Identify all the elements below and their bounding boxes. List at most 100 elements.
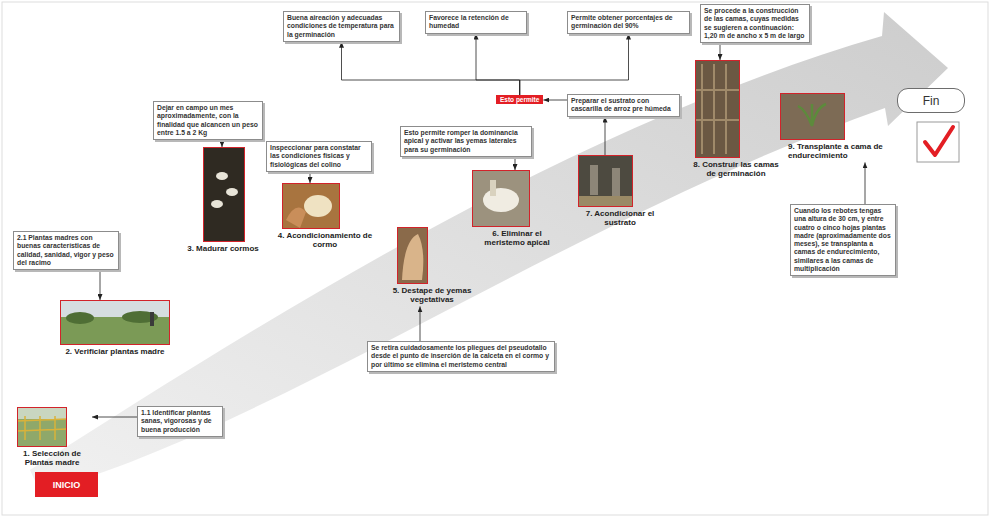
step-label: 2. Verificiar plantas madre bbox=[60, 345, 170, 356]
step-label: 9. Transplante a cama de endurecimiento bbox=[780, 140, 892, 160]
photo-ground bbox=[397, 227, 428, 284]
photo-cormo bbox=[211, 200, 223, 208]
note-text: Cuando los rebotes tengas una altura de … bbox=[794, 207, 892, 273]
note-box: Inspeccionar para constatar las condicio… bbox=[266, 141, 372, 172]
end-label: Fin bbox=[923, 94, 940, 108]
connector-arrow bbox=[515, 157, 516, 170]
photo-tree bbox=[66, 312, 94, 324]
photo-cormo bbox=[226, 188, 238, 196]
end-box: Fin bbox=[897, 88, 965, 113]
photo-frame bbox=[282, 183, 340, 229]
photo-9 bbox=[780, 93, 845, 140]
note-text: 1.1 Identificar plantas sanas, vigorosas… bbox=[141, 409, 219, 434]
photo-frame bbox=[472, 170, 530, 227]
connector-arrow bbox=[476, 34, 520, 95]
photo-6 bbox=[472, 170, 530, 227]
photo-4 bbox=[282, 183, 340, 229]
step-label: 8. Construir las camas de germinación bbox=[692, 158, 780, 178]
photo-frame bbox=[60, 300, 170, 345]
note-box: Dejar en campo un mes aproximadamente, c… bbox=[153, 101, 263, 140]
photo-plant bbox=[798, 104, 826, 126]
photo-frame bbox=[203, 147, 245, 242]
photo-frame bbox=[397, 227, 428, 284]
start-label: INICIO bbox=[53, 480, 81, 490]
step-photo: 8. Construir las camas de germinación bbox=[692, 60, 780, 180]
step-label: 6. Eliminar el meristemo apical bbox=[472, 227, 562, 247]
note-box: Favorece la retención de humedad bbox=[425, 11, 527, 34]
step-photo: 9. Transplante a cama de endurecimiento bbox=[780, 93, 892, 162]
step-photo: 5. Destape de yemas vegetativas bbox=[390, 227, 474, 306]
note-box: Se retira cuidadosamente los pliegues de… bbox=[367, 341, 555, 372]
connector-arrow bbox=[222, 140, 223, 147]
step-photo: 2. Verificiar plantas madre bbox=[60, 300, 170, 358]
step-photo: 1. Selección de Plantas madre bbox=[12, 407, 92, 469]
photo-substrate bbox=[578, 196, 633, 207]
photo-5 bbox=[397, 227, 428, 284]
photo-8 bbox=[695, 60, 740, 158]
connector-arrow bbox=[342, 42, 520, 95]
start-box: INICIO bbox=[35, 472, 98, 497]
note-box: Cuando los rebotes tengas una altura de … bbox=[790, 204, 896, 276]
photo-fence bbox=[17, 416, 67, 440]
photo-person bbox=[612, 168, 620, 196]
connector-arrow bbox=[865, 162, 866, 204]
check-box bbox=[917, 122, 959, 162]
photo-frame bbox=[578, 155, 633, 207]
connector-arrow bbox=[543, 100, 567, 101]
check-tick bbox=[925, 127, 953, 155]
photo-cormo bbox=[304, 195, 332, 217]
photo-beds bbox=[695, 64, 740, 154]
note-text: Favorece la retención de humedad bbox=[429, 14, 523, 31]
step-label: 7. Acondicionar el sustrato bbox=[575, 207, 665, 227]
photo-person bbox=[590, 165, 598, 195]
photo-ground bbox=[203, 147, 245, 242]
step-photo: 3. Madurar cormos bbox=[182, 147, 264, 255]
photo-frame bbox=[695, 60, 740, 158]
photo-cormo bbox=[483, 188, 519, 212]
note-text: Inspeccionar para constatar las condicio… bbox=[270, 144, 368, 169]
photo-7 bbox=[578, 155, 633, 207]
note-text: Permite obtener porcentajes de germinaci… bbox=[571, 14, 686, 31]
note-box: 1.1 Identificar plantas sanas, vigorosas… bbox=[137, 406, 223, 437]
photo-ground bbox=[17, 407, 67, 447]
note-box: Se procede a la construcción de las cama… bbox=[700, 4, 810, 43]
note-text: Esto permite romper la dominancia apical… bbox=[404, 129, 528, 154]
step-label: 5. Destape de yemas vegetativas bbox=[390, 284, 474, 304]
note-text: Dejar en campo un mes aproximadamente, c… bbox=[157, 104, 259, 137]
photo-1 bbox=[17, 407, 67, 447]
photo-hand bbox=[402, 234, 423, 280]
connector-arrow bbox=[605, 117, 606, 155]
step-label: 3. Madurar cormos bbox=[182, 242, 264, 253]
note-box: 2.1 Plantas madres con buenas caracterís… bbox=[13, 231, 119, 270]
note-text: 2.1 Plantas madres con buenas caracterís… bbox=[17, 234, 115, 267]
photo-frame bbox=[17, 407, 67, 447]
photo-ground bbox=[578, 155, 633, 207]
photo-2 bbox=[60, 300, 170, 345]
step-photo: 7. Acondicionar el sustrato bbox=[575, 155, 665, 229]
photo-ground bbox=[60, 300, 170, 345]
step-photo: 4. Acondicionamiento de cormo bbox=[275, 183, 375, 251]
highlight-label: Esto permite bbox=[500, 96, 539, 103]
step-photo: 6. Eliminar el meristemo apical bbox=[472, 170, 562, 249]
photo-ground bbox=[780, 93, 845, 140]
note-text: Preparar el sustrato con cascarilla de a… bbox=[571, 97, 676, 114]
photo-hand bbox=[286, 208, 306, 229]
process-arrow bbox=[30, 12, 948, 492]
connector-arrow bbox=[310, 172, 311, 183]
connector-arrow bbox=[420, 306, 421, 341]
note-text: Se procede a la construcción de las cama… bbox=[704, 7, 806, 40]
check-mark bbox=[917, 122, 959, 162]
photo-ground bbox=[695, 60, 740, 158]
photo-3 bbox=[203, 147, 245, 242]
connector-arrow bbox=[92, 417, 137, 418]
photo-ground bbox=[472, 170, 530, 227]
note-box: Permite obtener porcentajes de germinaci… bbox=[567, 11, 690, 34]
step-label: 4. Acondicionamiento de cormo bbox=[275, 229, 375, 249]
photo-knife bbox=[490, 180, 496, 196]
note-box: Esto permite romper la dominancia apical… bbox=[400, 126, 532, 157]
photo-frame bbox=[780, 93, 845, 140]
note-text: Se retira cuidadosamente los pliegues de… bbox=[371, 344, 551, 369]
photo-ground bbox=[282, 183, 340, 229]
